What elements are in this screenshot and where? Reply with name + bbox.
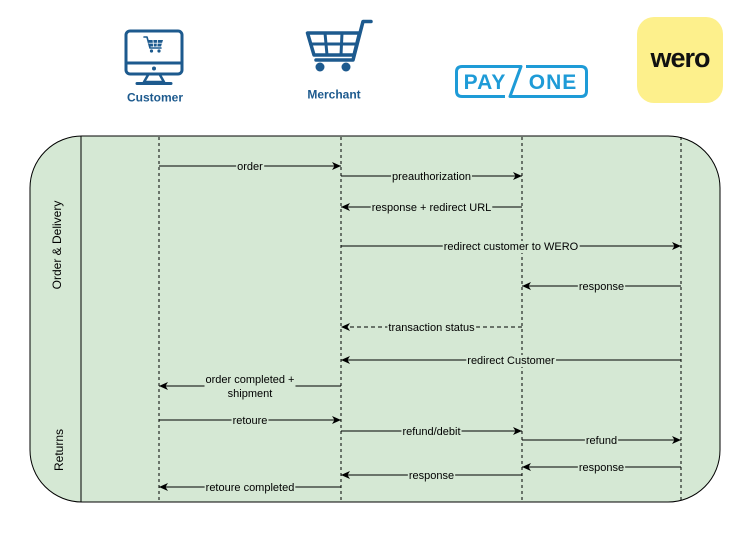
payone-logo: PAY ONE (455, 65, 588, 98)
message-label: redirect customer to WERO (444, 241, 579, 253)
message-label-line: retoure (233, 415, 268, 427)
message-label-line: transaction status (388, 322, 475, 334)
message-label-background (231, 415, 269, 427)
message-arrow: response (522, 462, 681, 474)
message-label-line: shipment (228, 388, 273, 400)
message-arrow: retoure completed (159, 482, 341, 494)
message-label-line: response (579, 281, 624, 293)
message-label-line: order completed + (206, 374, 295, 386)
message-label: retoure completed (206, 482, 295, 494)
message-arrow: order completed + shipment (159, 374, 341, 400)
message-label-line: order (237, 161, 263, 173)
message-arrow: refund (522, 435, 681, 447)
message-label-line: redirect customer to WERO (444, 241, 579, 253)
message-label: order (237, 161, 263, 173)
section-label-order-delivery: Order & Delivery (50, 201, 64, 290)
payone-logo-text-right: ONE (529, 71, 578, 94)
message-label-line: refund/debit (402, 426, 460, 438)
message-label-background (407, 470, 456, 482)
message-arrow: retoure (159, 415, 341, 427)
message-arrow: redirect customer to WERO (341, 241, 681, 253)
message-label: order completed + shipment (206, 374, 295, 400)
message-label-line: retoure completed (206, 482, 295, 494)
message-label-line: redirect Customer (467, 355, 555, 367)
message-label: transaction status (388, 322, 475, 334)
message-arrow: refund/debit (341, 426, 522, 438)
message-label-background (466, 355, 557, 367)
message-arrow: response (341, 470, 522, 482)
participant-merchant: Merchant (305, 19, 373, 102)
swimlane-background (29, 135, 721, 503)
message-label-background (577, 281, 626, 293)
message-label: response (579, 462, 624, 474)
message-label: response (579, 281, 624, 293)
message-label-background (370, 202, 493, 214)
wero-logo: wero (637, 17, 723, 103)
message-label-background (401, 426, 462, 438)
participant-wero: wero (637, 17, 723, 103)
message-label-line: response + redirect URL (372, 202, 492, 214)
wero-logo-text: wero (649, 43, 710, 73)
message-label-background (577, 462, 626, 474)
message-label-line: response (409, 470, 454, 482)
payone-logo-text-left: PAY (464, 71, 507, 94)
messages: order preauthorization response + redirect… (159, 161, 681, 494)
message-label-background (391, 171, 472, 183)
monitor-shopping-cart-icon (124, 29, 184, 85)
section-label-returns: Returns (52, 429, 66, 471)
message-label: retoure (233, 415, 268, 427)
message-label-line: preauthorization (392, 171, 471, 183)
message-arrow: preauthorization (341, 171, 522, 183)
message-label-background (584, 435, 619, 447)
message-label: response (409, 470, 454, 482)
message-arrow: order (159, 161, 341, 173)
message-label: preauthorization (392, 171, 471, 183)
message-label: refund (586, 435, 617, 447)
message-label: refund/debit (402, 426, 460, 438)
shopping-cart-icon (305, 19, 373, 72)
swimlane-pool: Order & Delivery Returns (29, 135, 721, 503)
message-label: response + redirect URL (372, 202, 492, 214)
message-label-background (236, 161, 265, 173)
participant-payone: PAY ONE (455, 65, 588, 98)
message-label-line: response (579, 462, 624, 474)
participant-label: Merchant (307, 88, 360, 102)
message-arrow: transaction status (341, 322, 522, 334)
message-label-background (204, 374, 296, 400)
lifelines (158, 137, 682, 501)
message-label: redirect Customer (467, 355, 555, 367)
message-label-background (387, 322, 477, 334)
message-label-background (442, 241, 580, 253)
message-arrow: redirect Customer (341, 355, 681, 367)
message-label-background (204, 482, 296, 494)
participant-label: Customer (127, 91, 183, 105)
participant-customer: Customer (124, 29, 184, 105)
message-arrow: response (522, 281, 681, 293)
message-label-line: refund (586, 435, 617, 447)
message-arrow: response + redirect URL (341, 202, 522, 214)
